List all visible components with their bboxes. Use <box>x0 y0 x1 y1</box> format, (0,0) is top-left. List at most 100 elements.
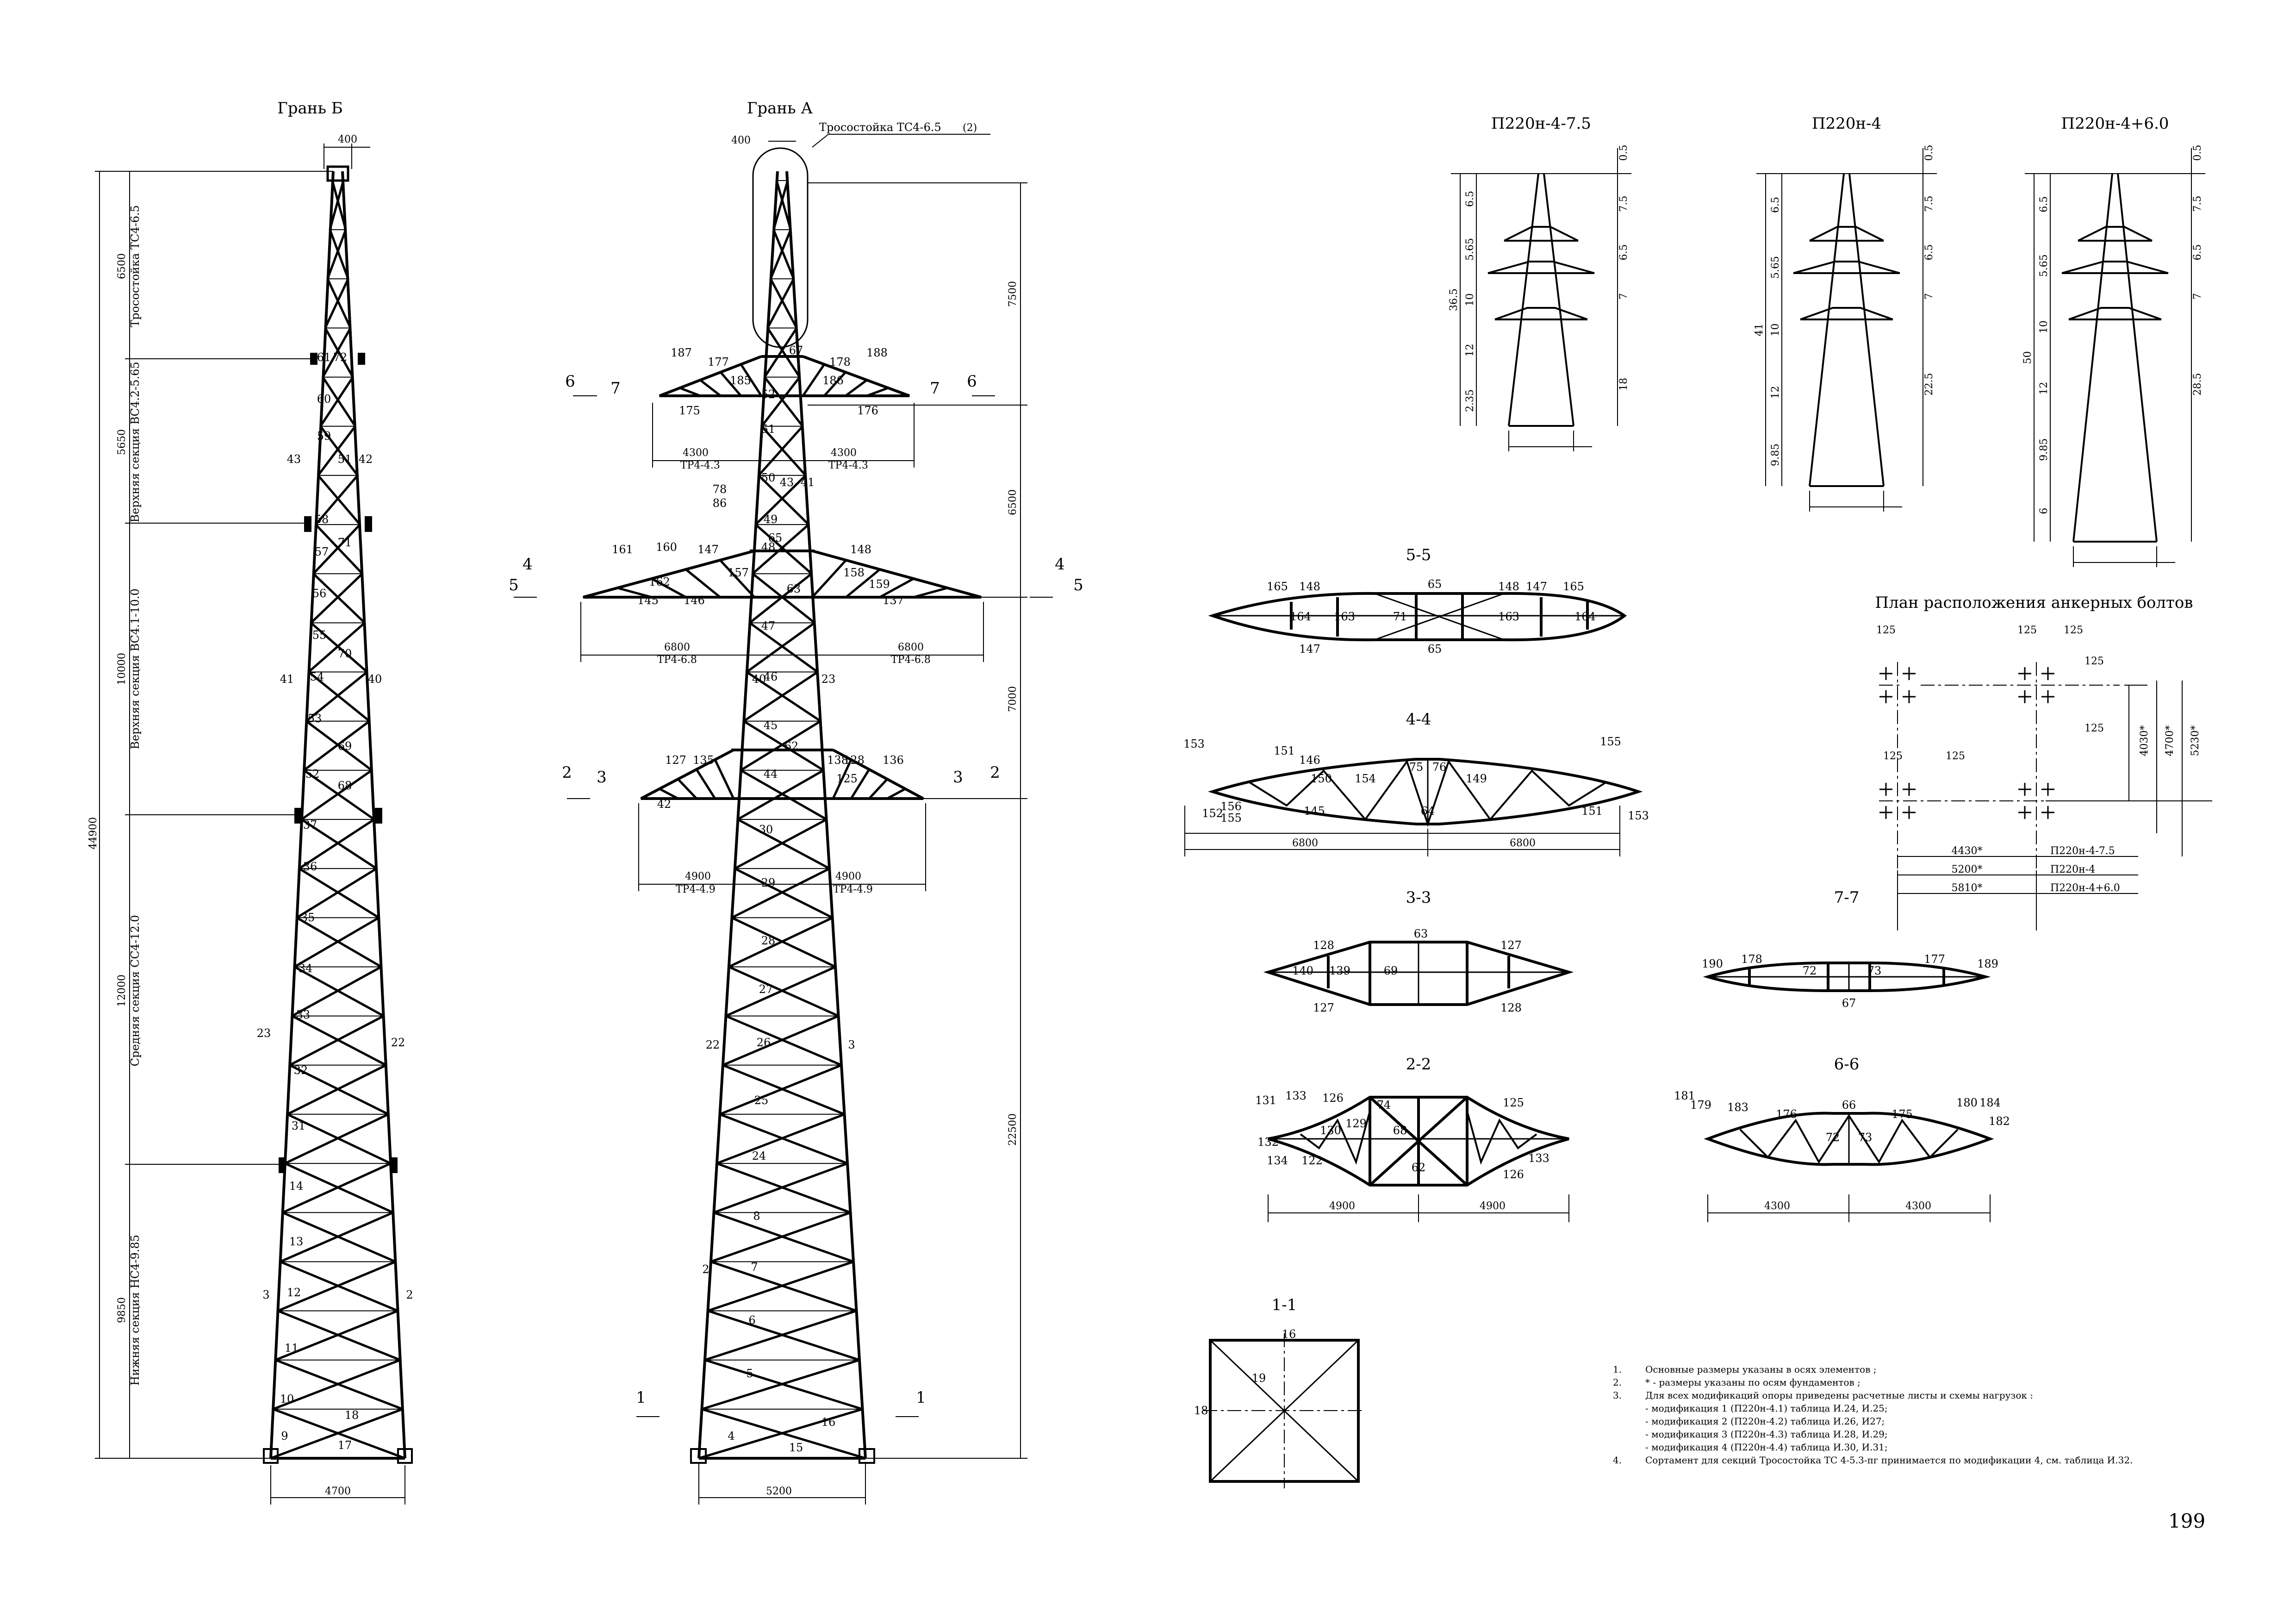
member-label: 51 <box>338 453 352 466</box>
member-label: 68 <box>338 779 352 792</box>
brace <box>329 229 349 280</box>
cut-mark: 2 <box>990 763 1000 782</box>
section-title: 6-6 <box>1834 1055 1860 1074</box>
member-label: 148 <box>1498 580 1519 593</box>
brace <box>308 622 366 673</box>
member-label: 33 <box>296 1008 311 1021</box>
member-label: 151 <box>1581 805 1603 818</box>
member-label: 17 <box>338 1439 352 1452</box>
member-label: 128 <box>1313 939 1334 952</box>
section-span: 6800 <box>1292 837 1318 849</box>
brace <box>740 769 828 821</box>
brace <box>740 720 821 771</box>
member-label: 146 <box>1299 754 1320 767</box>
brace <box>301 818 377 870</box>
arm-brace <box>617 587 652 599</box>
member-label: 127 <box>1500 939 1522 952</box>
face-b-sec-h-2: 5650 <box>116 429 128 455</box>
member-label: 182 <box>1989 1115 2010 1128</box>
face-b-sec-name-3: Верхняя секция ВС4.1-10.0 <box>129 588 142 749</box>
member-label: 72 <box>333 351 348 364</box>
member-label: 149 <box>1466 772 1487 785</box>
note-text: - модификация 4 (П220н-4.4) таблица И.30… <box>1645 1442 1888 1453</box>
anchor-row-dim: 5200* <box>1952 864 1983 875</box>
member-label: 175 <box>1892 1108 1913 1121</box>
mod-height-r: 28.5 <box>2192 373 2203 396</box>
anchor-bolts <box>1879 667 2054 819</box>
mod-height-r: 22.5 <box>1923 373 1935 396</box>
brace <box>324 278 349 329</box>
mod-height-r: 18 <box>1618 378 1630 391</box>
member-label: 164 <box>1290 610 1311 623</box>
member-label: 46 <box>764 670 778 683</box>
member-label: 135 <box>693 754 714 767</box>
member-label: 16 <box>821 1416 836 1429</box>
member-label: 31 <box>292 1119 306 1132</box>
brace <box>293 917 380 968</box>
brace <box>737 769 824 821</box>
brace <box>282 1162 392 1214</box>
brace <box>698 1408 863 1460</box>
member-label: 23 <box>821 673 836 686</box>
anchor-bolt <box>1879 783 1892 796</box>
anchor-bolt <box>1903 667 1916 680</box>
member-label: 35 <box>301 911 315 924</box>
face-b-total-height: 44900 <box>87 817 99 849</box>
mod-height: 12 <box>2038 382 2050 395</box>
member-label: 160 <box>656 541 677 554</box>
anchor-bolt <box>1903 783 1916 796</box>
section-span: 4900 <box>1480 1200 1506 1212</box>
member-label: 42 <box>657 798 672 811</box>
mod-height: 5.65 <box>1770 256 1781 279</box>
member-label: 73 <box>1867 964 1882 977</box>
member-label: 76 <box>1432 761 1447 774</box>
brace <box>280 1211 394 1263</box>
brace <box>326 278 352 329</box>
member-label: 28 <box>761 934 776 947</box>
section-title: 3-3 <box>1406 888 1431 907</box>
brace <box>303 720 370 771</box>
brace <box>277 1261 396 1312</box>
brace <box>743 671 818 722</box>
member-label: 158 <box>843 566 865 579</box>
brace <box>284 1113 389 1165</box>
brace <box>731 917 836 968</box>
face-a-base-width: 5200 <box>766 1486 792 1497</box>
face-a-elevation: Грань А <box>583 99 982 1464</box>
arm1-label-r: ТР4-4.3 <box>828 460 868 471</box>
member-label: 146 <box>684 594 705 607</box>
anchor-bolt <box>2041 783 2054 796</box>
brace <box>746 622 815 673</box>
brace <box>315 524 363 575</box>
brace <box>301 769 373 821</box>
arm1-span-r: 4300 <box>831 447 857 459</box>
note-text: * - размеры указаны по осям фундаментов … <box>1645 1377 1860 1388</box>
brace <box>775 180 792 230</box>
member-label: 161 <box>612 543 633 556</box>
member-label: 12 <box>287 1286 301 1299</box>
brace <box>746 671 821 722</box>
arm3-label-l: ТР4-4.9 <box>676 884 716 895</box>
brace <box>749 622 819 673</box>
member-label: 59 <box>317 430 331 443</box>
brace <box>326 229 347 280</box>
anchor-bolt <box>1879 667 1892 680</box>
member-label: 63 <box>1414 927 1428 940</box>
note-text: Для всех модификаций опоры приведены рас… <box>1645 1390 2033 1401</box>
arm3-span-r: 4900 <box>835 871 861 882</box>
member-label: 2 <box>406 1288 413 1301</box>
mod-height: 10 <box>1770 324 1781 337</box>
member-label: 175 <box>679 404 700 417</box>
member-label: 159 <box>869 578 890 591</box>
member-label: 152 <box>1202 807 1223 820</box>
arm-brace <box>845 568 881 598</box>
member-label: 3 <box>262 1288 269 1301</box>
member-label: 69 <box>1384 964 1398 977</box>
cross-sections <box>1184 592 1994 1488</box>
brace <box>713 1162 848 1214</box>
brace <box>728 966 839 1017</box>
mod-total: 36.5 <box>1448 288 1460 311</box>
arm-brace <box>879 577 915 599</box>
brace <box>296 868 377 919</box>
note-text: - модификация 3 (П220н-4.3) таблица И.28… <box>1645 1429 1888 1440</box>
